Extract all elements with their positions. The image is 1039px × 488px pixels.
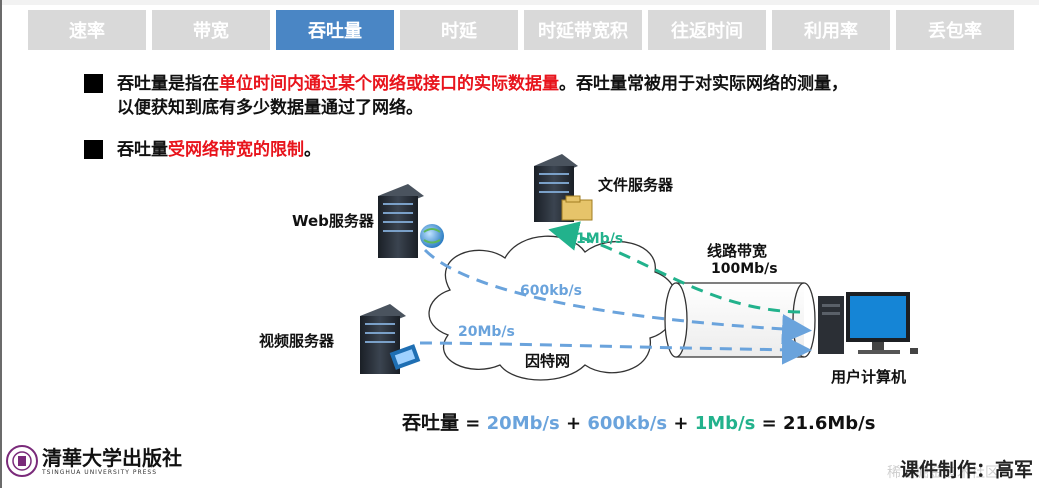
tab-bar: 速率 带宽 吞吐量 时延 时延带宽积 往返时间 利用率 丢包率 [28,10,1014,50]
publisher-name: 清華大学出版社 [42,445,182,470]
throughput-formula: 吞吐量 = 20Mb/s + 600kb/s + 1Mb/s = 21.6Mb/… [402,408,875,435]
bullet-square-icon [84,74,103,93]
flow-file-rate: 1Mb/s [576,231,624,247]
user-computer-icon [818,292,918,354]
publisher-name-en: TSINGHUA UNIVERSITY PRESS [42,468,158,476]
bullet-square-icon [84,140,103,159]
formula-label: 吞吐量 [402,412,460,434]
internet-label: 因特网 [525,352,571,370]
tab-delay-bandwidth-product[interactable]: 时延带宽积 [524,10,642,50]
file-server-icon [534,154,593,222]
formula-term-file: 1Mb/s [694,413,756,434]
left-border [0,0,2,488]
community-watermark: 稀土掘金技术社区 [887,465,999,481]
author-watermark: 课件制作：高军 [899,459,1033,481]
limit-highlight: 受网络带宽的限制 [168,140,304,160]
formula-result: = 21.6Mb/s [755,413,876,434]
bullet-definition-text: 吞吐量是指在单位时间内通过某个网络或接口的实际数据量。吞吐量常被用于对实际网络的… [117,72,848,120]
flow-video-line [419,334,812,365]
flow-web-line [423,248,812,344]
video-server-icon [360,304,421,374]
tab-bandwidth[interactable]: 带宽 [152,10,270,50]
definition-highlight: 单位时间内通过某个网络或接口的实际数据量 [219,74,559,94]
formula-eq: = [459,413,487,434]
formula-plus-2: + [667,413,695,434]
video-server-label: 视频服务器 [259,332,335,350]
file-server-label: 文件服务器 [598,176,674,194]
flow-video-rate: 20Mb/s [458,324,515,340]
formula-term-web: 600kb/s [587,413,668,434]
formula-plus-1: + [559,413,588,434]
flow-web-rate: 600kb/s [520,283,583,299]
limit-pre: 吞吐量 [117,140,168,160]
definition-pre: 吞吐量是指在 [117,74,219,94]
university-seal-icon [6,445,38,477]
web-server-icon [378,184,444,258]
bullet-definition: 吞吐量是指在单位时间内通过某个网络或接口的实际数据量。吞吐量常被用于对实际网络的… [84,72,848,120]
flow-file-line [548,221,801,314]
user-computer-label: 用户计算机 [831,368,907,386]
limit-post: 。 [304,140,321,160]
tab-rate[interactable]: 速率 [28,10,146,50]
link-bandwidth-title: 线路带宽 [707,242,768,260]
web-server-label: Web服务器 [292,212,374,230]
definition-line2: 以便获知到底有多少数据量通过了网络。 [117,98,423,118]
definition-post: 。吞吐量常被用于对实际网络的测量， [559,74,848,94]
publisher-logo: 清華大学出版社 TSINGHUA UNIVERSITY PRESS [6,445,182,477]
bullet-limit: 吞吐量受网络带宽的限制。 [84,138,321,162]
tab-throughput[interactable]: 吞吐量 [276,10,394,50]
tab-utilization[interactable]: 利用率 [772,10,890,50]
top-strip [0,0,1039,5]
link-pipe [664,282,816,358]
tab-rtt[interactable]: 往返时间 [648,10,766,50]
formula-term-video: 20Mb/s [486,413,560,434]
link-bandwidth-rate: 100Mb/s [711,261,778,277]
tab-delay[interactable]: 时延 [400,10,518,50]
bullet-limit-text: 吞吐量受网络带宽的限制。 [117,138,321,162]
tab-packet-loss[interactable]: 丢包率 [896,10,1014,50]
